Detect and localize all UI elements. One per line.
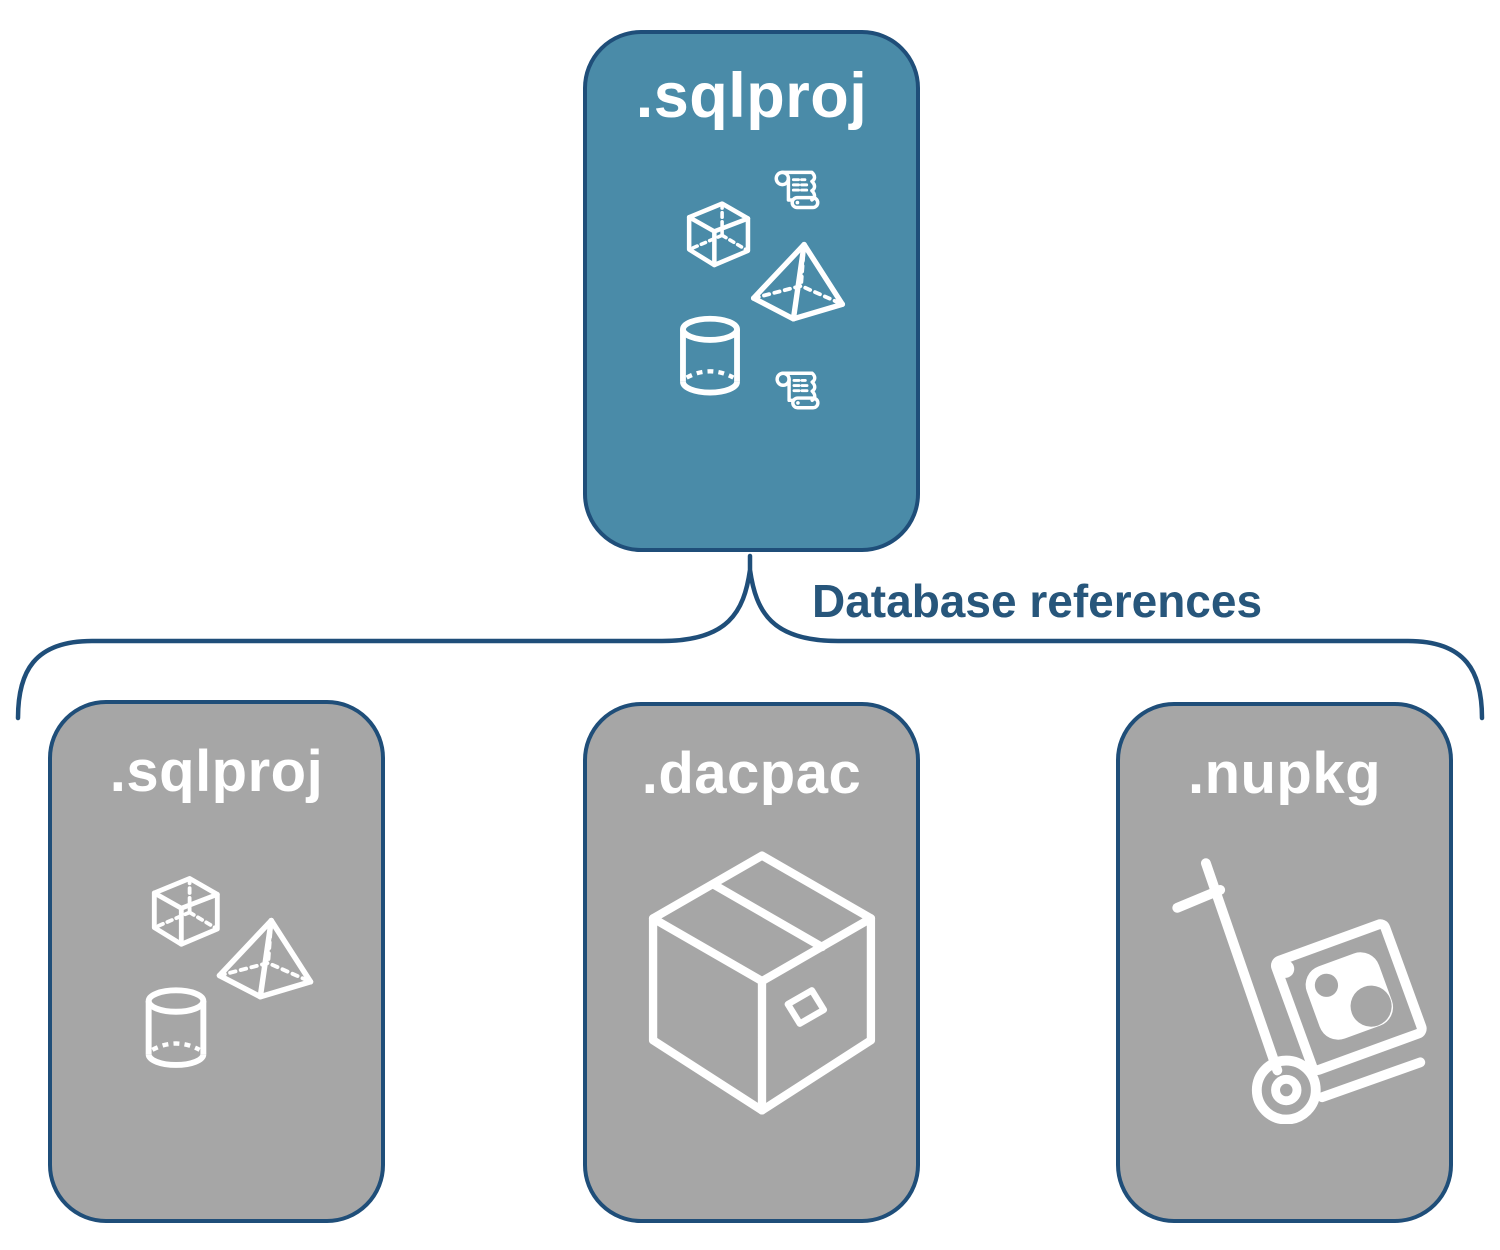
node-label: .sqlproj bbox=[109, 739, 324, 804]
nuget-delivery-trolley-icon bbox=[1162, 856, 1432, 1124]
node-child-dacpac: .dacpac bbox=[583, 702, 920, 1223]
node-child-sqlproj: .sqlproj bbox=[48, 700, 385, 1223]
node-root-sqlproj: .sqlproj bbox=[583, 30, 920, 552]
connector-label: Database references bbox=[812, 575, 1263, 627]
script-scroll-icon bbox=[770, 365, 827, 422]
database-cylinder-icon bbox=[142, 985, 210, 1071]
node-label: .dacpac bbox=[641, 741, 862, 806]
pyramid-icon bbox=[214, 915, 316, 1007]
cube-icon bbox=[673, 192, 757, 276]
node-label: .sqlproj bbox=[635, 61, 868, 131]
script-scroll-icon bbox=[769, 164, 827, 222]
node-label: .nupkg bbox=[1187, 741, 1382, 806]
database-cylinder-icon bbox=[675, 314, 745, 398]
pyramid-icon bbox=[747, 240, 849, 328]
package-box-icon bbox=[642, 843, 882, 1123]
node-child-nupkg: .nupkg bbox=[1116, 702, 1453, 1223]
